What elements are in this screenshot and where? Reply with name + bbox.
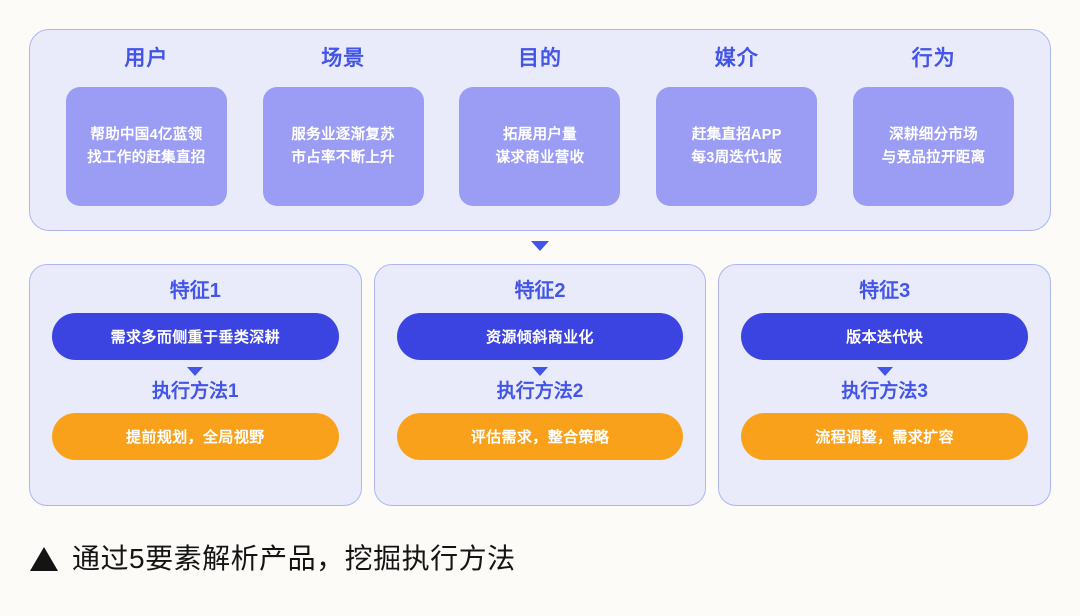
panel-to-features-connector (0, 236, 1080, 256)
method-pill-3: 流程调整，需求扩容 (741, 413, 1029, 460)
feature-pill-2: 资源倾斜商业化 (396, 313, 684, 360)
feature-arrow-1 (187, 360, 204, 382)
feature-pill-3: 版本迭代快 (741, 313, 1029, 360)
feature-title-2: 特征2 (514, 280, 566, 302)
feature-card-2: 特征2 资源倾斜商业化 执行方法2 评估需求，整合策略 (373, 264, 707, 506)
element-card-purpose-line1: 拓展用户量 (502, 127, 577, 144)
element-card-behavior-line1: 深耕细分市场 (889, 127, 978, 144)
element-title-medium: 媒介 (714, 47, 759, 70)
element-card-scene: 服务业逐渐复苏 市占率不断上升 (262, 87, 424, 206)
method-pill-2: 评估需求，整合策略 (396, 413, 684, 460)
element-column-behavior: 行为 深耕细分市场 与竞品拉开距离 (835, 30, 1032, 206)
feature-arrow-3 (876, 360, 893, 382)
feature-card-1: 特征1 需求多而侧重于垂类深耕 执行方法1 提前规划，全局视野 (29, 264, 362, 506)
element-card-purpose-line2: 谋求商业营收 (495, 149, 585, 166)
feature-arrow-2 (532, 360, 548, 382)
element-card-medium: 赶集直招APP 每3周迭代1版 (656, 87, 818, 206)
features-row: 特征1 需求多而侧重于垂类深耕 执行方法1 提前规划，全局视野 特征2 资源倾斜… (29, 264, 1052, 506)
element-title-purpose: 目的 (517, 47, 562, 70)
triangle-up-icon (30, 547, 58, 571)
feature-card-3: 特征3 版本迭代快 执行方法3 流程调整，需求扩容 (718, 264, 1052, 506)
element-card-behavior: 深耕细分市场 与竞品拉开距离 (853, 87, 1015, 206)
caption-text: 通过5要素解析产品，挖掘执行方法 (72, 543, 516, 574)
feature-title-3: 特征3 (859, 280, 911, 302)
triangle-down-icon (876, 366, 893, 376)
method-title-3: 执行方法3 (841, 381, 928, 402)
element-title-user: 用户 (124, 47, 169, 70)
element-card-behavior-line2: 与竞品拉开距离 (881, 149, 986, 166)
triangle-down-icon (187, 366, 204, 376)
triangle-down-icon (532, 366, 548, 376)
figure-caption: 通过5要素解析产品，挖掘执行方法 (30, 545, 516, 573)
element-column-medium: 媒介 赶集直招APP 每3周迭代1版 (638, 30, 835, 206)
element-column-user: 用户 帮助中国4亿蓝领 找工作的赶集直招 (48, 30, 245, 206)
element-card-scene-line2: 市占率不断上升 (291, 149, 395, 166)
five-elements-panel: 用户 帮助中国4亿蓝领 找工作的赶集直招 场景 服务业逐渐复苏 市占率不断上升 … (29, 29, 1051, 231)
element-title-scene: 场景 (321, 47, 366, 70)
element-column-purpose: 目的 拓展用户量 谋求商业营收 (442, 30, 639, 206)
element-card-user: 帮助中国4亿蓝领 找工作的赶集直招 (65, 87, 227, 206)
feature-title-1: 特征1 (169, 280, 221, 302)
element-card-purpose: 拓展用户量 谋求商业营收 (459, 87, 621, 206)
element-card-scene-line1: 服务业逐渐复苏 (291, 127, 395, 144)
element-card-user-line1: 帮助中国4亿蓝领 (90, 127, 203, 144)
method-title-1: 执行方法1 (152, 381, 239, 402)
feature-pill-1: 需求多而侧重于垂类深耕 (52, 313, 339, 360)
method-title-2: 执行方法2 (496, 381, 584, 402)
element-column-scene: 场景 服务业逐渐复苏 市占率不断上升 (245, 30, 442, 206)
element-card-medium-line1: 赶集直招APP (691, 127, 782, 144)
method-pill-1: 提前规划，全局视野 (52, 413, 339, 460)
element-title-behavior: 行为 (911, 47, 956, 70)
element-card-medium-line2: 每3周迭代1版 (691, 149, 783, 166)
triangle-down-icon (531, 241, 549, 251)
element-card-user-line2: 找工作的赶集直招 (87, 149, 206, 166)
